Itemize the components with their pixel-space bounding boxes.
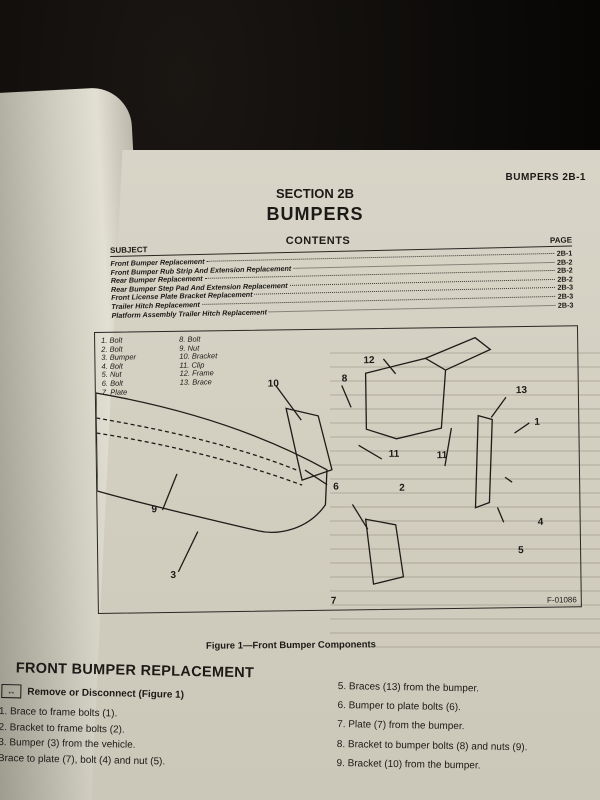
show-through-text (330, 340, 600, 660)
callout-label: 6 (333, 482, 339, 493)
leader-line (161, 473, 178, 511)
callout-label: 12 (363, 355, 375, 366)
frame-extension (425, 336, 492, 371)
frame-shape (364, 357, 447, 440)
callout-label: 11 (389, 449, 400, 460)
toc-subject-label: SUBJECT (110, 245, 148, 255)
leader-line (341, 385, 352, 408)
procedure-steps: 1. Brace to frame bolts (1). 2. Bracket … (0, 704, 309, 772)
leader-line (514, 422, 530, 434)
figure-code: F-01086 (546, 595, 577, 605)
page-title: BUMPERS (266, 204, 364, 224)
callout-label: 5 (518, 545, 524, 556)
leader-line (358, 444, 383, 460)
bracket-shape (285, 407, 333, 481)
callout-label: 11 (437, 450, 448, 461)
callout-label: 9 (151, 504, 157, 515)
leader-line (351, 504, 369, 530)
callout-label: 8 (342, 373, 348, 384)
running-head: BUMPERS 2B-1 (505, 172, 586, 183)
callout-label: 7 (331, 596, 337, 607)
callout-label: 1 (534, 417, 540, 428)
bumper-dashed-line (96, 417, 298, 471)
remove-instruction-row: ↔ Remove or Disconnect (Figure 1) (1, 684, 309, 704)
leader-line (444, 427, 453, 467)
figure-caption: Figure 1—Front Bumper Components (205, 639, 376, 652)
toc-page-label: PAGE (549, 235, 573, 246)
leader-line (304, 469, 328, 486)
leader-line (275, 385, 302, 421)
toc-entry-page: 2B-3 (557, 300, 574, 310)
callout-label: 4 (538, 517, 544, 528)
procedure-left-column: FRONT BUMPER REPLACEMENT ↔ Remove or Dis… (0, 660, 310, 772)
leader-line (490, 396, 507, 418)
procedure-right-column: 5. Braces (13) from the bumper. 6. Bumpe… (336, 677, 600, 778)
leader-line (496, 507, 505, 523)
callout-label: 13 (516, 385, 528, 396)
brace-shape (474, 414, 493, 509)
figure-frame: 1. Bolt 8. Bolt 2. Bolt 9. Nut 3. Bumper… (94, 325, 582, 614)
remove-disconnect-label: Remove or Disconnect (Figure 1) (27, 686, 185, 701)
callout-label: 10 (268, 378, 280, 389)
bumper-exploded-diagram: 1 2 3 4 5 6 7 8 9 10 11 11 12 13 (95, 336, 544, 607)
leader-line (382, 358, 397, 375)
contents-heading: CONTENTS (285, 235, 351, 247)
manual-page (90, 150, 600, 800)
remove-disconnect-arrows-icon: ↔ (1, 684, 22, 699)
leader-line (177, 531, 199, 573)
leader-line (504, 476, 513, 483)
bumper-shape (95, 392, 328, 533)
section-number: SECTION 2B (275, 186, 354, 201)
callout-label: 3 (170, 570, 176, 581)
plate-shape (364, 518, 405, 585)
bumper-dashed-line (96, 432, 303, 486)
callout-label: 2 (399, 483, 405, 494)
